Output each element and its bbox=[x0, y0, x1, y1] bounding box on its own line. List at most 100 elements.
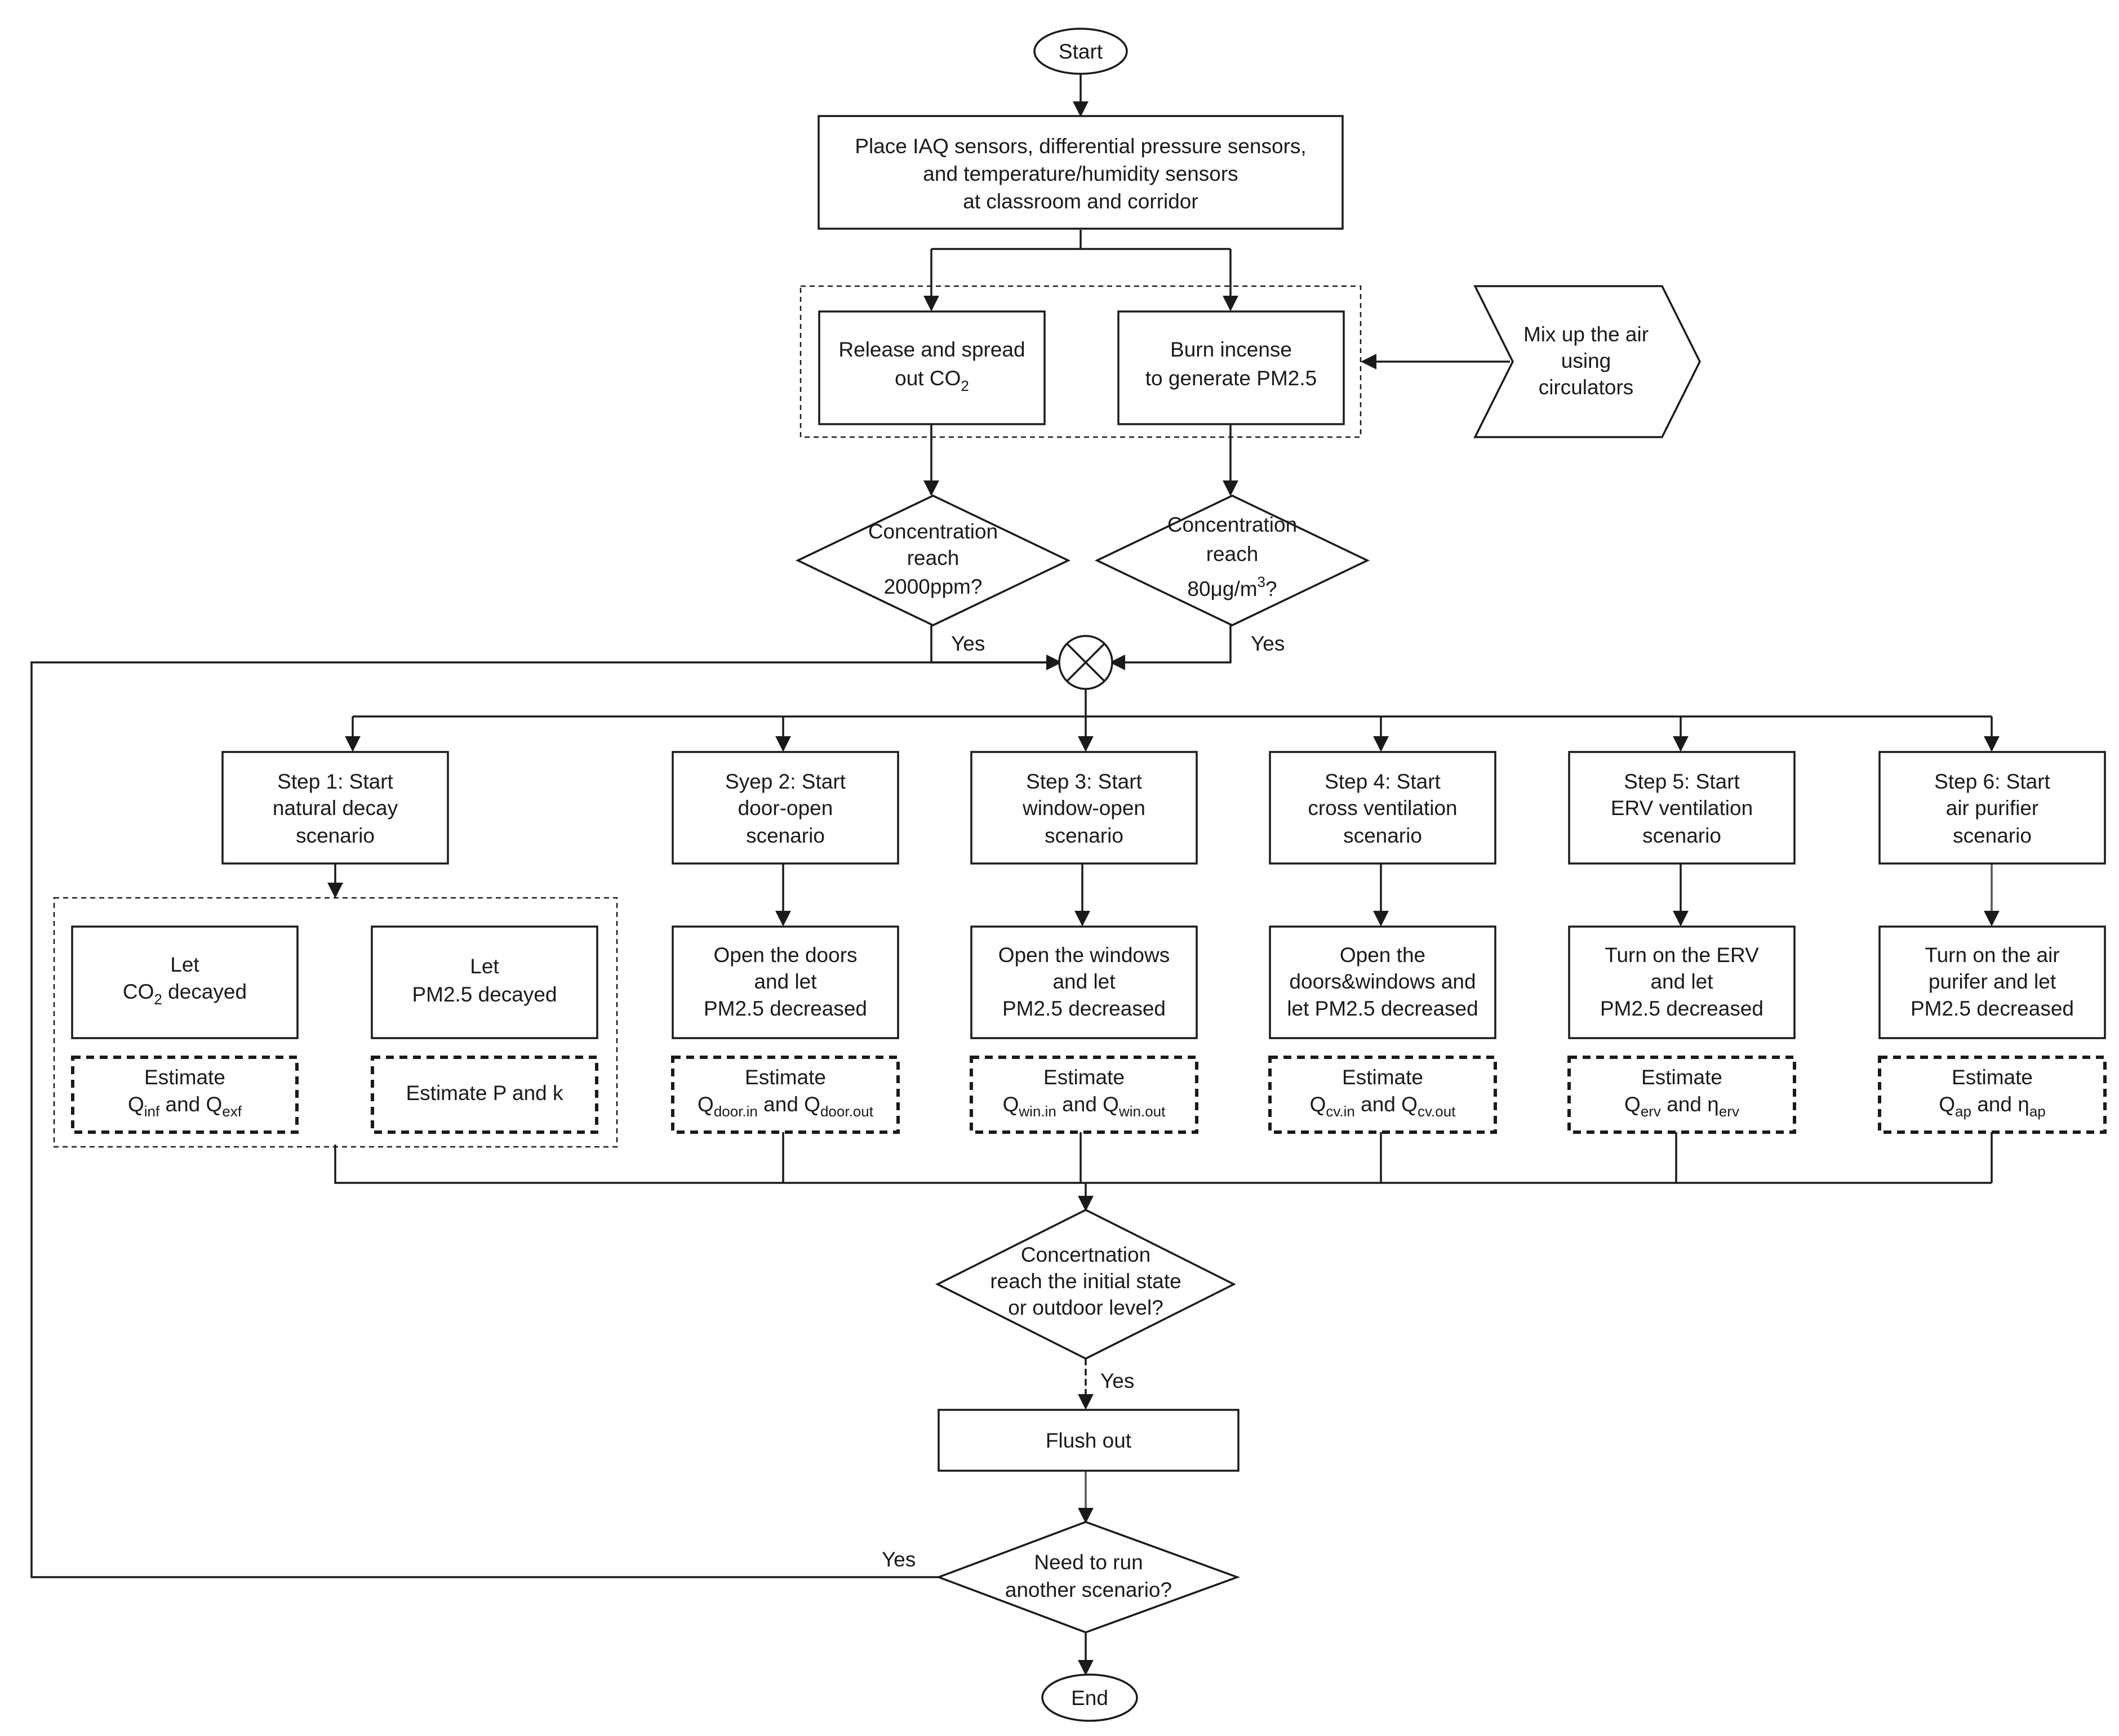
mix-line-3: circulators bbox=[1539, 376, 1634, 399]
place-line-1: Place IAQ sensors, differential pressure… bbox=[855, 135, 1306, 158]
edge-place-split bbox=[931, 230, 1230, 250]
est-cv-line-2: Qcv.in and Qcv.out bbox=[1310, 1093, 1456, 1120]
node-est-erv: Estimate Qerv and ηerv bbox=[1567, 1056, 1796, 1134]
another-yes-label: Yes bbox=[882, 1548, 916, 1571]
node-step2: Syep 2: Start door-open scenario bbox=[672, 751, 899, 865]
let-co2-line-1: Let bbox=[170, 953, 199, 976]
place-line-3: at classroom and corridor bbox=[963, 190, 1198, 213]
node-turn-erv: Turn on the ERV and let PM2.5 decreased bbox=[1568, 925, 1796, 1039]
step3-line-1: Step 3: Start bbox=[1026, 770, 1142, 793]
node-step4: Step 4: Start cross ventilation scenario bbox=[1269, 751, 1496, 865]
est-door-line-1: Estimate bbox=[745, 1066, 826, 1089]
let-co2-decayed: decayed bbox=[162, 980, 247, 1003]
node-est-cv: Estimate Qcv.in and Qcv.out bbox=[1268, 1056, 1497, 1134]
est-q-inf-line-1: Estimate bbox=[144, 1066, 225, 1089]
pm-yes-label: Yes bbox=[1251, 632, 1285, 655]
flush-label: Flush out bbox=[1046, 1429, 1132, 1452]
let-co2-sub: 2 bbox=[154, 991, 162, 1008]
open-windows-line-1: Open the windows bbox=[998, 943, 1170, 967]
node-mix-air: Mix up the air using circulators bbox=[1473, 285, 1701, 438]
node-another-check: Need to run another scenario? bbox=[936, 1521, 1241, 1633]
node-step3: Step 3: Start window-open scenario bbox=[970, 751, 1198, 865]
turn-ap-line-3: PM2.5 decreased bbox=[1911, 997, 2074, 1020]
node-step1: Step 1: Start natural decay scenario bbox=[221, 751, 449, 865]
pm-check-line-3-text: 80μg/m bbox=[1187, 577, 1257, 600]
turn-ap-line-2: purifer and let bbox=[1929, 970, 2056, 993]
node-est-q-inf: Estimate Qinf and Qexf bbox=[71, 1056, 299, 1134]
node-open-both: Open the doors&windows and let PM2.5 dec… bbox=[1269, 925, 1496, 1039]
step5-line-2: ERV ventilation bbox=[1611, 796, 1753, 820]
open-both-line-2: doors&windows and bbox=[1289, 970, 1476, 993]
turn-erv-line-2: and let bbox=[1650, 970, 1713, 993]
burn-line-1: Burn incense bbox=[1170, 338, 1292, 361]
open-doors-line-1: Open the doors bbox=[713, 943, 857, 967]
node-est-ap: Estimate Qap and ηap bbox=[1878, 1056, 2107, 1134]
open-both-line-3: let PM2.5 decreased bbox=[1287, 997, 1478, 1020]
node-let-co2: Let CO2 decayed bbox=[71, 925, 299, 1039]
step2-line-2: door-open bbox=[738, 796, 833, 820]
est-ap-line-2: Qap and ηap bbox=[1939, 1093, 2046, 1120]
open-doors-line-3: PM2.5 decreased bbox=[704, 997, 867, 1020]
co2-check-line-1: Concentration bbox=[868, 520, 998, 543]
step5-line-1: Step 5: Start bbox=[1624, 770, 1740, 793]
let-pm-line-2: PM2.5 decayed bbox=[412, 983, 557, 1006]
another-line-2: another scenario? bbox=[1005, 1578, 1172, 1601]
node-est-win: Estimate Qwin.in and Qwin.out bbox=[970, 1056, 1198, 1134]
edges bbox=[30, 73, 2000, 1676]
turn-ap-line-1: Turn on the air bbox=[1925, 943, 2059, 967]
mix-line-2: using bbox=[1561, 349, 1611, 372]
node-est-pk: Estimate P and k bbox=[371, 1056, 598, 1134]
co2-yes-label: Yes bbox=[951, 632, 985, 655]
node-end: End bbox=[1041, 1673, 1138, 1722]
est-door-line-2: Qdoor.in and Qdoor.out bbox=[698, 1093, 874, 1120]
let-co2-co: CO bbox=[123, 980, 154, 1003]
step3-line-3: scenario bbox=[1045, 824, 1123, 847]
conc-check-line-2: reach the initial state bbox=[990, 1270, 1181, 1293]
node-conc-check: Concertnation reach the initial state or… bbox=[935, 1209, 1236, 1360]
open-both-line-1: Open the bbox=[1340, 943, 1425, 967]
conc-yes-label: Yes bbox=[1100, 1369, 1134, 1392]
edge-collect-lines bbox=[334, 1132, 1993, 1184]
turn-erv-line-3: PM2.5 decreased bbox=[1600, 997, 1763, 1020]
step2-line-3: scenario bbox=[746, 824, 825, 847]
step5-line-3: scenario bbox=[1642, 824, 1721, 847]
open-doors-line-2: and let bbox=[754, 970, 817, 993]
node-est-door: Estimate Qdoor.in and Qdoor.out bbox=[671, 1056, 900, 1134]
node-turn-ap: Turn on the air purifer and let PM2.5 de… bbox=[1878, 925, 2106, 1039]
node-release-co2: Release and spread out CO2 bbox=[818, 310, 1046, 425]
est-erv-line-2: Qerv and ηerv bbox=[1624, 1093, 1739, 1120]
release-line-1: Release and spread bbox=[838, 338, 1025, 361]
release-line-2-text: out CO bbox=[895, 367, 961, 390]
pm-check-line-3-sup: 3 bbox=[1258, 573, 1265, 590]
node-open-doors: Open the doors and let PM2.5 decreased bbox=[672, 925, 899, 1039]
open-windows-line-2: and let bbox=[1052, 970, 1116, 993]
co2-check-line-3: 2000ppm? bbox=[884, 575, 983, 598]
pm-check-line-1: Concentration bbox=[1167, 513, 1297, 536]
est-cv-line-1: Estimate bbox=[1342, 1066, 1423, 1089]
step4-line-1: Step 4: Start bbox=[1325, 770, 1441, 793]
let-pm-line-1: Let bbox=[470, 955, 499, 978]
pm-check-line-3: 80μg/m3? bbox=[1187, 573, 1277, 600]
est-win-line-1: Estimate bbox=[1043, 1066, 1125, 1089]
edge-another-yes-loop bbox=[30, 655, 1062, 1578]
step6-line-3: scenario bbox=[1953, 824, 2032, 847]
est-erv-line-1: Estimate bbox=[1641, 1066, 1722, 1089]
let-co2-line-2: CO2 decayed bbox=[123, 980, 247, 1008]
step4-line-3: scenario bbox=[1343, 824, 1422, 847]
natural-decay-group-box bbox=[53, 897, 618, 1148]
pm-check-line-3-end: ? bbox=[1265, 577, 1277, 600]
node-start: Start bbox=[1033, 28, 1128, 75]
release-line-2-sub: 2 bbox=[961, 377, 969, 394]
step1-line-1: Step 1: Start bbox=[277, 770, 393, 793]
end-label: End bbox=[1071, 1686, 1108, 1710]
est-win-line-2: Qwin.in and Qwin.out bbox=[1003, 1093, 1166, 1120]
est-ap-line-1: Estimate bbox=[1952, 1066, 2033, 1089]
node-burn-incense: Burn incense to generate PM2.5 bbox=[1117, 310, 1345, 425]
step6-line-2: air purifier bbox=[1946, 796, 2039, 820]
step1-line-2: natural decay bbox=[273, 796, 398, 820]
edge-pm-yes bbox=[1109, 625, 1232, 670]
turn-erv-line-1: Turn on the ERV bbox=[1605, 943, 1759, 967]
conc-check-line-1: Concertnation bbox=[1021, 1243, 1150, 1266]
step4-line-2: cross ventilation bbox=[1308, 796, 1457, 820]
